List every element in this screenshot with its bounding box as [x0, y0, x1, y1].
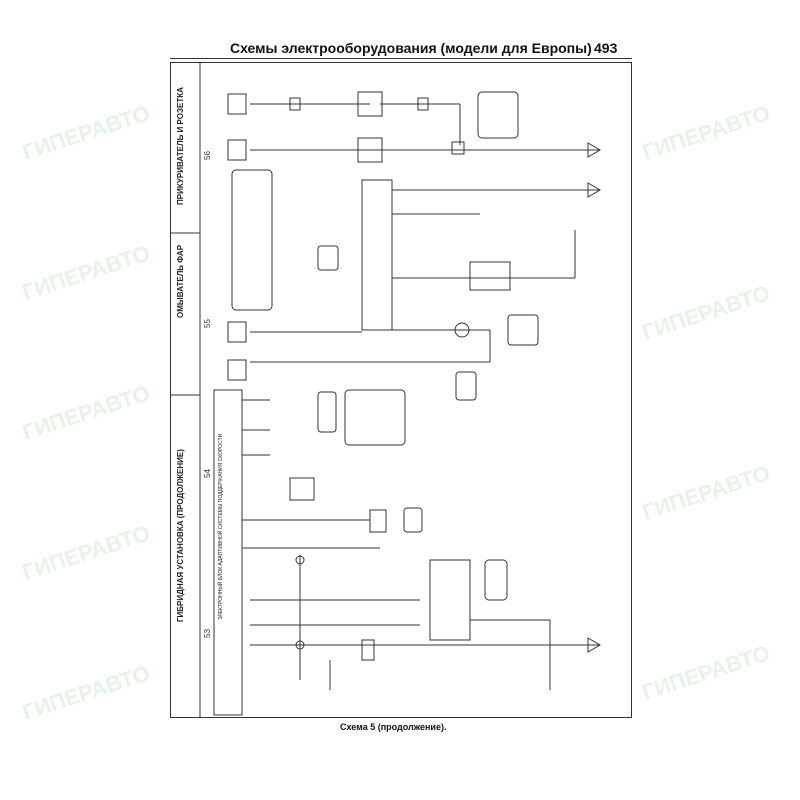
page-header-title: Схемы электрооборудования (модели для Ев…: [230, 40, 592, 56]
figure-caption: Схема 5 (продолжение).: [340, 722, 447, 732]
section-title-headlamp-washer: ОМЫВАТЕЛЬ ФАР: [176, 244, 185, 318]
section-number: 56: [203, 151, 212, 160]
section-number: 53: [203, 629, 212, 638]
ecu-label: ЭЛЕКТРОННЫЙ БЛОК АДАПТИВНОЙ СИСТЕМЫ ПОДД…: [218, 433, 224, 620]
section-number: 54: [203, 469, 212, 478]
diagram-frame: [170, 62, 632, 718]
section-title-hybrid-system: ГИБРИДНАЯ УСТАНОВКА (ПРОДОЛЖЕНИЕ): [176, 449, 185, 622]
header-rule: [170, 58, 632, 59]
page-number: 493: [594, 40, 618, 56]
section-title-cigarette-lighter: ПРИКУРИВАТЕЛЬ И РОЗЕТКА: [176, 87, 185, 205]
section-number: 55: [203, 319, 212, 328]
